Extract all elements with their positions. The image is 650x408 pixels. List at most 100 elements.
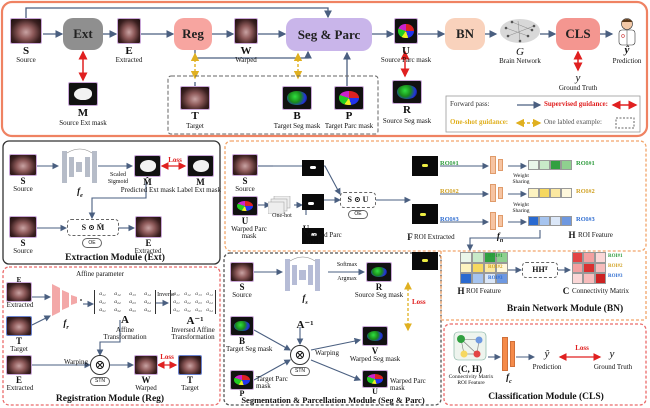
- seg-target-seg-image: [230, 316, 254, 336]
- bn-roi3-right: ROI#3: [576, 216, 595, 223]
- top-source-label: Source: [16, 56, 36, 64]
- seg-fs-symbol: fs: [302, 293, 308, 306]
- bn-weight-sharing-2: Weight Sharing: [512, 202, 530, 214]
- seg-source-image: [230, 262, 254, 282]
- top-M-symbol: M: [77, 107, 89, 119]
- reg-affine-param-label: Affine parameter: [76, 270, 124, 278]
- bn-grid-row-1: ROI#1: [488, 254, 503, 259]
- bn-H-symbol: H: [568, 230, 576, 240]
- seg-warped-parc-label: Warped Parc mask: [390, 377, 426, 393]
- reg-target2-image: [178, 355, 202, 375]
- ext-Mhat-symbol: M̂: [143, 177, 152, 187]
- warped-scan-image: [234, 18, 258, 44]
- ext-network-fe: [60, 147, 100, 187]
- bn-op-badge: OE: [348, 210, 368, 219]
- bn-feature-row-1: [528, 160, 572, 170]
- seg-argmax-label: Argmax: [337, 276, 357, 282]
- bn-fn-network: [490, 156, 508, 230]
- bn-S-symbol: S: [242, 176, 248, 186]
- seg-R-symbol: R: [375, 282, 383, 292]
- cls-module-title: Classification Module (CLS): [488, 392, 604, 402]
- ext-source2-image: [9, 216, 37, 238]
- target-scan-image: [180, 86, 210, 110]
- bn-module-title: Brain Network Module (BN): [506, 304, 624, 314]
- doctor-icon: [614, 16, 640, 46]
- seg-warped-parc-image: [362, 370, 388, 388]
- reg-W-symbol: W: [141, 375, 151, 385]
- bn-feature-row-2: [528, 188, 572, 198]
- seg-target-seg-label: Target Seg mask: [226, 345, 273, 353]
- top-yhat-symbol: ŷ: [624, 44, 630, 56]
- reg-inv-tf-label: Inversed Affine Transformation: [171, 326, 215, 342]
- reg-warped-label: Warped: [135, 384, 157, 392]
- ext-op-badge: OE: [82, 238, 102, 248]
- reg-affine-tf-label: Affine Transformation: [103, 326, 147, 342]
- reg-inverse-label: Inverse: [157, 292, 175, 298]
- reg-target2-label: Target: [181, 384, 199, 392]
- ext-source-label: Source: [13, 185, 33, 193]
- reg-extracted-image: [6, 282, 32, 302]
- top-S-symbol: S: [22, 45, 30, 57]
- seg-softmax-label: Softmax: [336, 262, 358, 268]
- cls-roi-label: ROI Feature: [457, 380, 485, 386]
- seg-warped-seg-image: [362, 326, 388, 346]
- bn-roi2-right: ROI#2: [576, 188, 595, 195]
- bn-formula-box: S ⊙ U: [340, 192, 376, 208]
- reg-A-symbol: A: [121, 314, 129, 326]
- seg-Ainv-symbol: A⁻¹: [296, 319, 314, 331]
- cls-loss-label: Loss: [575, 344, 589, 352]
- top-warped-label: Warped: [235, 56, 257, 64]
- cls-module-frame: [443, 323, 647, 406]
- bn-feature-row-3: [528, 216, 572, 226]
- cls-input-graph: [452, 330, 488, 362]
- reg-network-fr: [50, 282, 84, 318]
- reg-Ainv-symbol: A⁻¹: [186, 315, 204, 327]
- ext-sigmoid-label: Sigmoid: [107, 179, 129, 185]
- top-G-symbol: G: [516, 46, 524, 58]
- ext-module-frame: [2, 140, 221, 265]
- cls-yhat-symbol: ŷ: [544, 348, 550, 360]
- cls-module-box: CLS: [556, 18, 600, 50]
- legend-forward-label: Forward pass:: [450, 100, 490, 108]
- seg-module-frame: [223, 252, 442, 406]
- seg-target-parc-label: Target Parc mask: [256, 375, 288, 391]
- reg-E-symbol: E: [16, 276, 22, 284]
- reg-warped-image: [134, 355, 158, 375]
- reg-stn-badge: STN: [90, 377, 110, 386]
- bn-warped-parc-image: [232, 196, 258, 216]
- legend-oneshot-label: One-shot guidance:: [450, 118, 509, 126]
- seg-source-label: Source: [232, 291, 252, 299]
- ext-label-mask-image: [187, 155, 214, 177]
- reg-module-box: Reg: [174, 18, 212, 50]
- bn-grid-row-2: ROI#2: [488, 265, 503, 270]
- top-target-label: Target: [186, 122, 204, 130]
- bn-warped-parc-stack: [302, 160, 326, 244]
- bn-U2-symbol: U: [302, 224, 310, 234]
- bn-module-box: BN: [445, 18, 485, 50]
- bn-roi3-label: ROI#3: [440, 216, 459, 223]
- seg-stn-badge: STN: [290, 367, 310, 376]
- reg-target-label: Target: [10, 345, 28, 353]
- bn-module-frame: [224, 140, 647, 252]
- seg-S-symbol: S: [239, 282, 245, 292]
- seg-P-symbol: P: [239, 389, 245, 398]
- seg-parc-module-box: Seg & Parc: [286, 18, 372, 51]
- bn-cm-col-2: ROI#2: [608, 264, 623, 269]
- bn-F-symbol: F: [407, 232, 413, 242]
- cls-ground-truth-label: Ground Truth: [593, 363, 633, 371]
- ext-M-symbol: M: [196, 177, 205, 187]
- bn-roi-feature2-label: ROI Feature: [466, 287, 501, 295]
- seg-loss-label: Loss: [412, 298, 426, 306]
- top-source-parc-label: Source Parc mask: [380, 56, 432, 64]
- ext-extracted-label: Extracted: [134, 247, 162, 255]
- bn-cm-col-1: ROI#1: [608, 254, 623, 259]
- ext-module-title: Extraction Module (Ext): [65, 253, 165, 263]
- top-W-symbol: W: [240, 45, 252, 57]
- cls-CH-symbol: (C, H): [458, 364, 482, 374]
- target-seg-mask-image: [282, 86, 312, 110]
- seg-source-seg-image: [366, 262, 392, 282]
- bn-roi1-label: ROI#1: [440, 160, 459, 167]
- seg-network-fs: [283, 255, 327, 295]
